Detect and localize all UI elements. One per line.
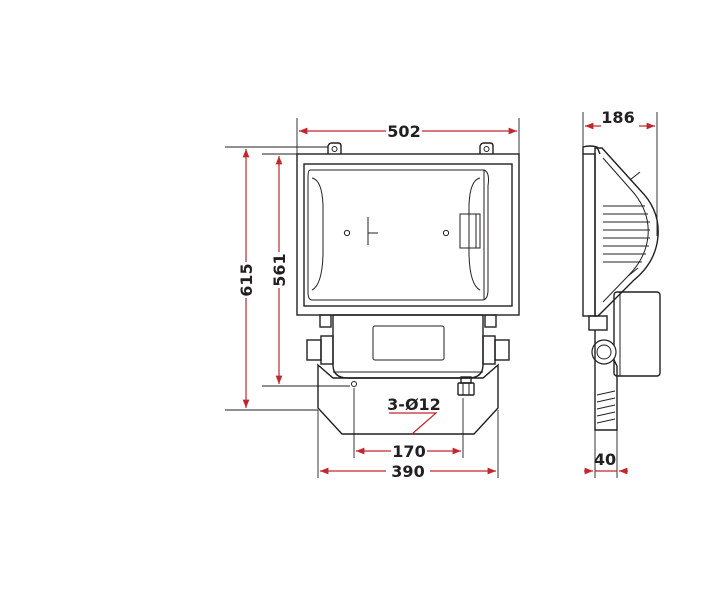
front-gear-window <box>372 325 445 361</box>
label-depth-side: 186 <box>601 108 634 127</box>
side-adjust-knob <box>591 339 617 365</box>
label-hole-note: 3-Ø12 <box>387 395 441 414</box>
front-hinge-right <box>482 314 510 365</box>
label-hole-spacing: 170 <box>392 442 425 461</box>
front-view <box>296 142 520 435</box>
dimension-lines <box>242 122 655 475</box>
front-screw-right <box>442 229 450 237</box>
front-top-lug-left <box>327 142 342 154</box>
front-hinge-left <box>306 314 334 365</box>
front-top-lug-right <box>479 142 494 154</box>
label-width-front: 502 <box>387 122 420 141</box>
dimension-labels: 502 615 561 3-Ø12 170 390 186 40 <box>237 108 639 481</box>
side-housing <box>594 147 659 317</box>
front-outer-frame <box>296 153 520 316</box>
front-mounting-bracket <box>317 363 499 435</box>
hole-leader <box>389 412 438 435</box>
front-lamp-holder <box>459 213 481 249</box>
front-inner-frame <box>303 163 513 307</box>
side-front-face <box>582 153 596 317</box>
front-gear-box <box>332 314 484 379</box>
label-height-body: 561 <box>270 253 289 286</box>
side-fins <box>603 205 650 263</box>
front-hole-marker <box>351 381 357 387</box>
label-bracket-depth: 40 <box>594 450 616 469</box>
side-view <box>582 145 661 431</box>
extension-lines <box>225 112 658 478</box>
front-cable-gland <box>457 376 475 396</box>
front-reflector <box>307 169 489 301</box>
label-bracket-width: 390 <box>391 462 424 481</box>
label-height-total: 615 <box>237 263 256 296</box>
front-screw-left <box>343 229 351 237</box>
side-gear-box <box>613 291 661 377</box>
